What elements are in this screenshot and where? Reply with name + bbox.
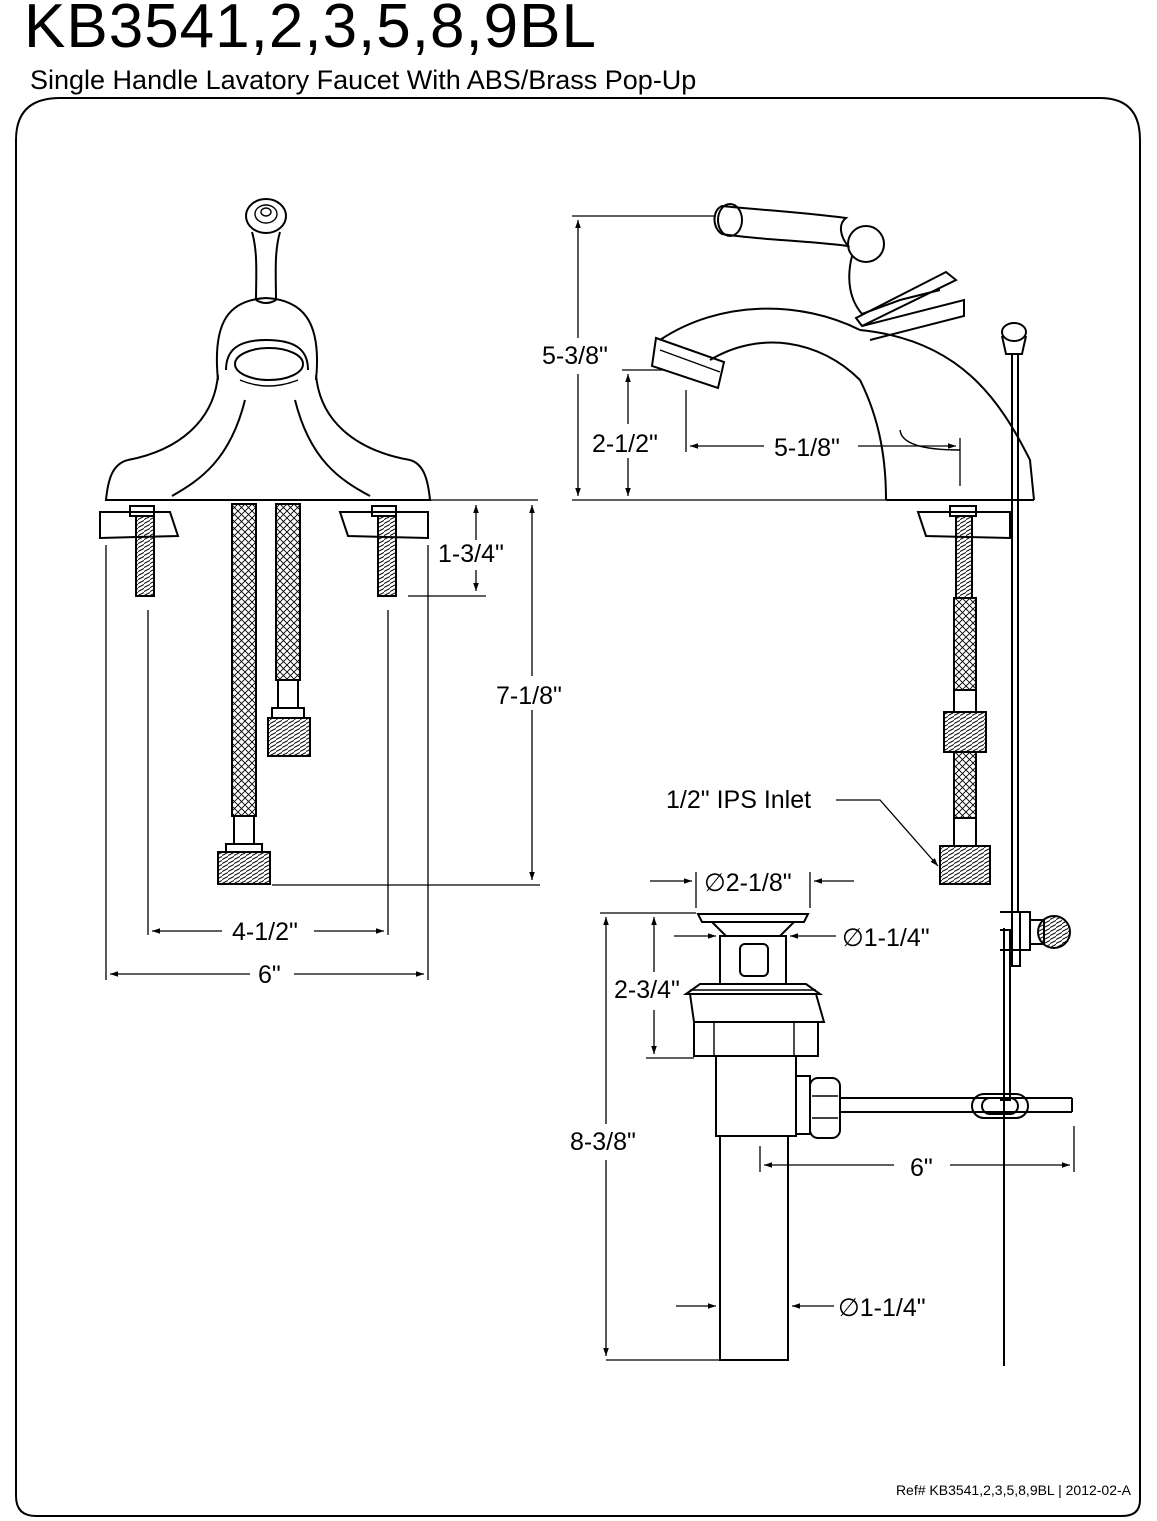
dim-side-spout-reach: 5-1/8"	[774, 434, 840, 462]
inlet-leader	[836, 799, 939, 867]
dim-front-outer-width: 6"	[258, 961, 281, 989]
dim-side-total-height: 5-3/8"	[542, 342, 608, 370]
inlet-label: 1/2" IPS Inlet	[666, 786, 811, 814]
dim-drain-body-dia: ∅1-1/4"	[842, 924, 930, 952]
drain-dimensions	[600, 872, 1075, 1361]
side-view-faucet	[650, 203, 1035, 912]
dim-side-spout-height: 2-1/2"	[592, 430, 658, 458]
dim-drain-tail-dia: ∅1-1/4"	[838, 1294, 926, 1322]
reference-footer: Ref# KB3541,2,3,5,8,9BL | 2012-02-A	[895, 1482, 1131, 1498]
front-view-faucet	[99, 198, 432, 885]
page-title: KB3541,2,3,5,8,9BL	[24, 0, 598, 61]
dim-front-base-height: 1-3/4"	[438, 540, 504, 568]
drawing-frame	[15, 97, 1141, 1517]
dim-drain-upper-height: 2-3/4"	[614, 976, 680, 1004]
dim-front-total-height: 7-1/8"	[496, 682, 562, 710]
dim-front-inner-width: 4-1/2"	[232, 918, 298, 946]
drain-assembly	[682, 911, 1073, 1366]
dim-drain-total-height: 8-3/8"	[570, 1128, 636, 1156]
page-subtitle: Single Handle Lavatory Faucet With ABS/B…	[30, 65, 697, 95]
side-dimensions	[572, 215, 961, 501]
front-dimensions	[105, 499, 540, 980]
dim-drain-flange-dia: ∅2-1/8"	[704, 869, 792, 897]
dim-drain-rod-length: 6"	[910, 1154, 933, 1182]
